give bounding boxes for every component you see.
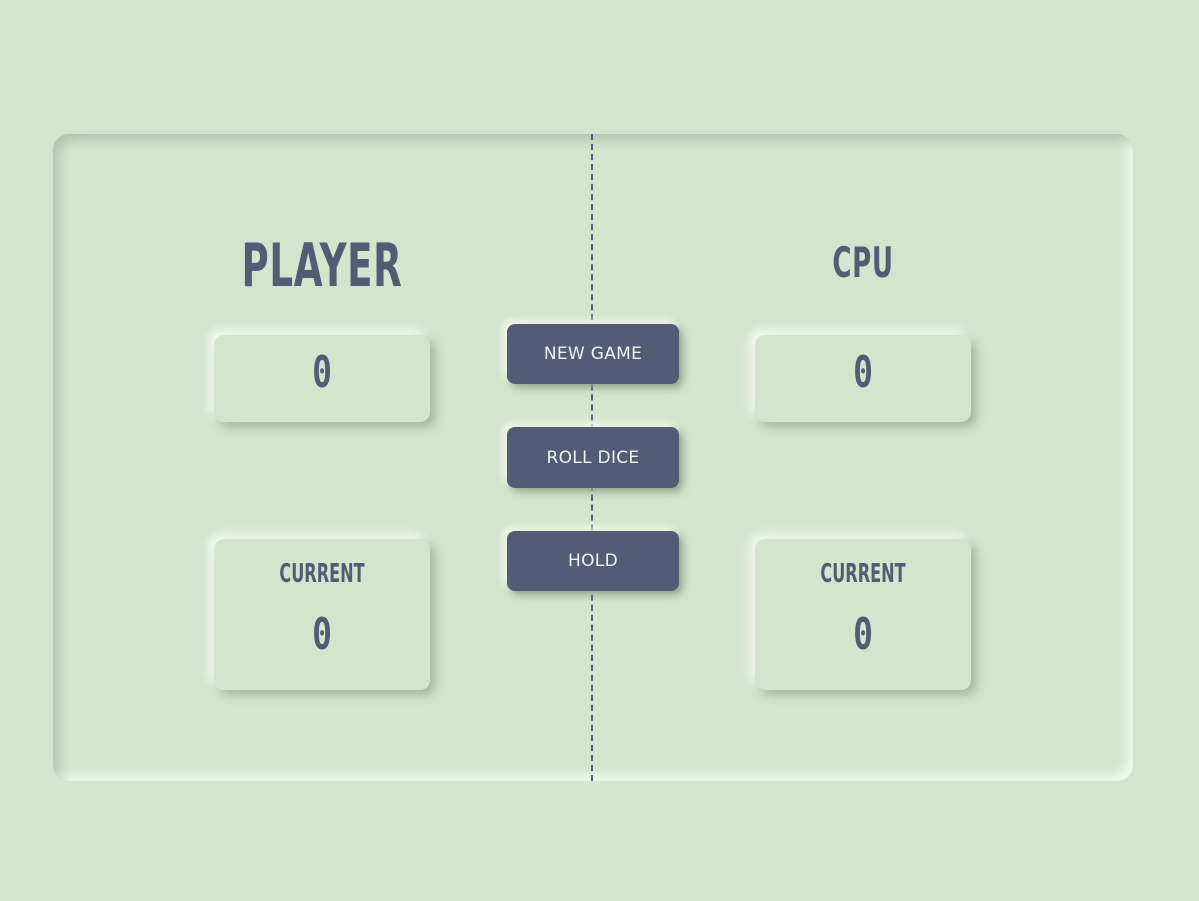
- cpu-current-card: CURRENT 0: [755, 539, 971, 690]
- player-current-label: CURRENT: [279, 559, 365, 589]
- player-name: PLAYER: [241, 231, 403, 301]
- cpu-total-score: 0: [853, 347, 873, 398]
- player-current-score: 0: [312, 609, 332, 660]
- cpu-score-card: 0: [755, 335, 971, 422]
- new-game-button[interactable]: NEW GAME: [507, 324, 679, 384]
- player-total-score: 0: [312, 347, 332, 398]
- roll-dice-button[interactable]: ROLL DICE: [507, 427, 679, 488]
- player-score-card: 0: [214, 335, 430, 422]
- cpu-current-score: 0: [853, 609, 873, 660]
- hold-button[interactable]: HOLD: [507, 531, 679, 591]
- cpu-current-label: CURRENT: [820, 559, 906, 589]
- cpu-name: CPU: [832, 238, 894, 287]
- player-current-card: CURRENT 0: [214, 539, 430, 690]
